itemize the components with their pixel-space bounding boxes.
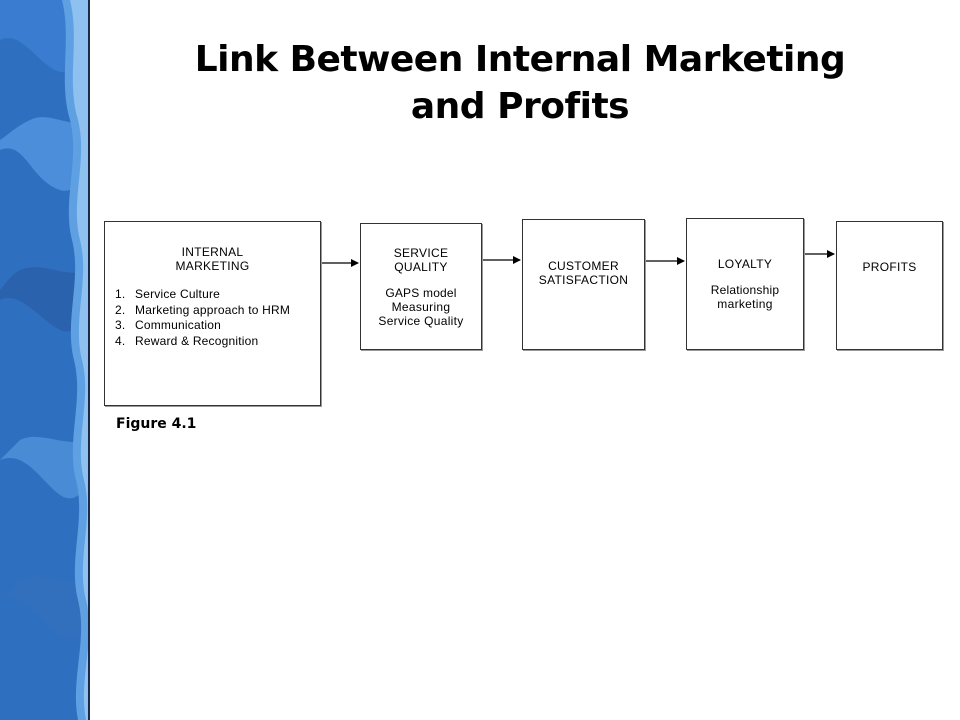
band-divider-line <box>88 0 90 720</box>
service-quality-box: SERVICE QUALITY GAPS model Measuring Ser… <box>360 223 482 350</box>
list-item-number: 2. <box>115 302 126 317</box>
list-item-text: Communication <box>135 318 221 332</box>
loyalty-sub-2: marketing <box>717 297 773 311</box>
internal-marketing-heading-1: INTERNAL <box>181 245 244 259</box>
slide-title-line2: and Profits <box>410 86 630 127</box>
list-item-number: 1. <box>115 287 126 301</box>
list-item-number: 4. <box>115 333 126 348</box>
customer-satisfaction-heading-2: SATISFACTION <box>538 273 629 287</box>
list-item: 1. Service Culture <box>115 287 320 303</box>
list-item-text: Marketing approach to HRM <box>135 302 291 317</box>
service-quality-sub-2: Measuring <box>391 300 451 314</box>
list-item-number: 3. <box>115 318 126 332</box>
service-quality-sub-1: GAPS model <box>385 286 457 300</box>
internal-marketing-heading-2: MARKETING <box>175 259 250 273</box>
profits-box: PROFITS <box>836 221 943 350</box>
loyalty-box: LOYALTY Relationship marketing <box>686 218 804 350</box>
decorative-side-band <box>0 0 90 720</box>
service-quality-heading-2: QUALITY <box>394 260 448 274</box>
list-item-text: Service Culture <box>135 287 221 301</box>
slide-title-line1: Link Between Internal Marketing <box>194 39 846 80</box>
list-item: 3. Communication <box>115 318 320 334</box>
list-item: 2. Marketing approach to HRM <box>115 303 320 319</box>
internal-marketing-box: INTERNAL MARKETING 1. Service Culture 2. M… <box>104 221 321 406</box>
figure-caption: Figure 4.1 <box>116 416 197 432</box>
customer-satisfaction-heading-1: CUSTOMER <box>548 259 619 273</box>
service-quality-sub-3: Service Quality <box>378 314 464 328</box>
slide-title: Link Between Internal Marketing and Prof… <box>100 36 940 130</box>
service-quality-heading-1: SERVICE <box>393 246 449 260</box>
customer-satisfaction-box: CUSTOMER SATISFACTION <box>522 219 645 350</box>
list-item: 4. Reward & Recognition <box>115 334 320 350</box>
profits-heading: PROFITS <box>862 260 917 274</box>
list-item-text: Reward & Recognition <box>135 333 259 348</box>
loyalty-sub-1: Relationship <box>710 283 780 297</box>
loyalty-heading: LOYALTY <box>717 257 773 271</box>
internal-marketing-list: 1. Service Culture 2. Marketing approach t… <box>105 287 320 349</box>
